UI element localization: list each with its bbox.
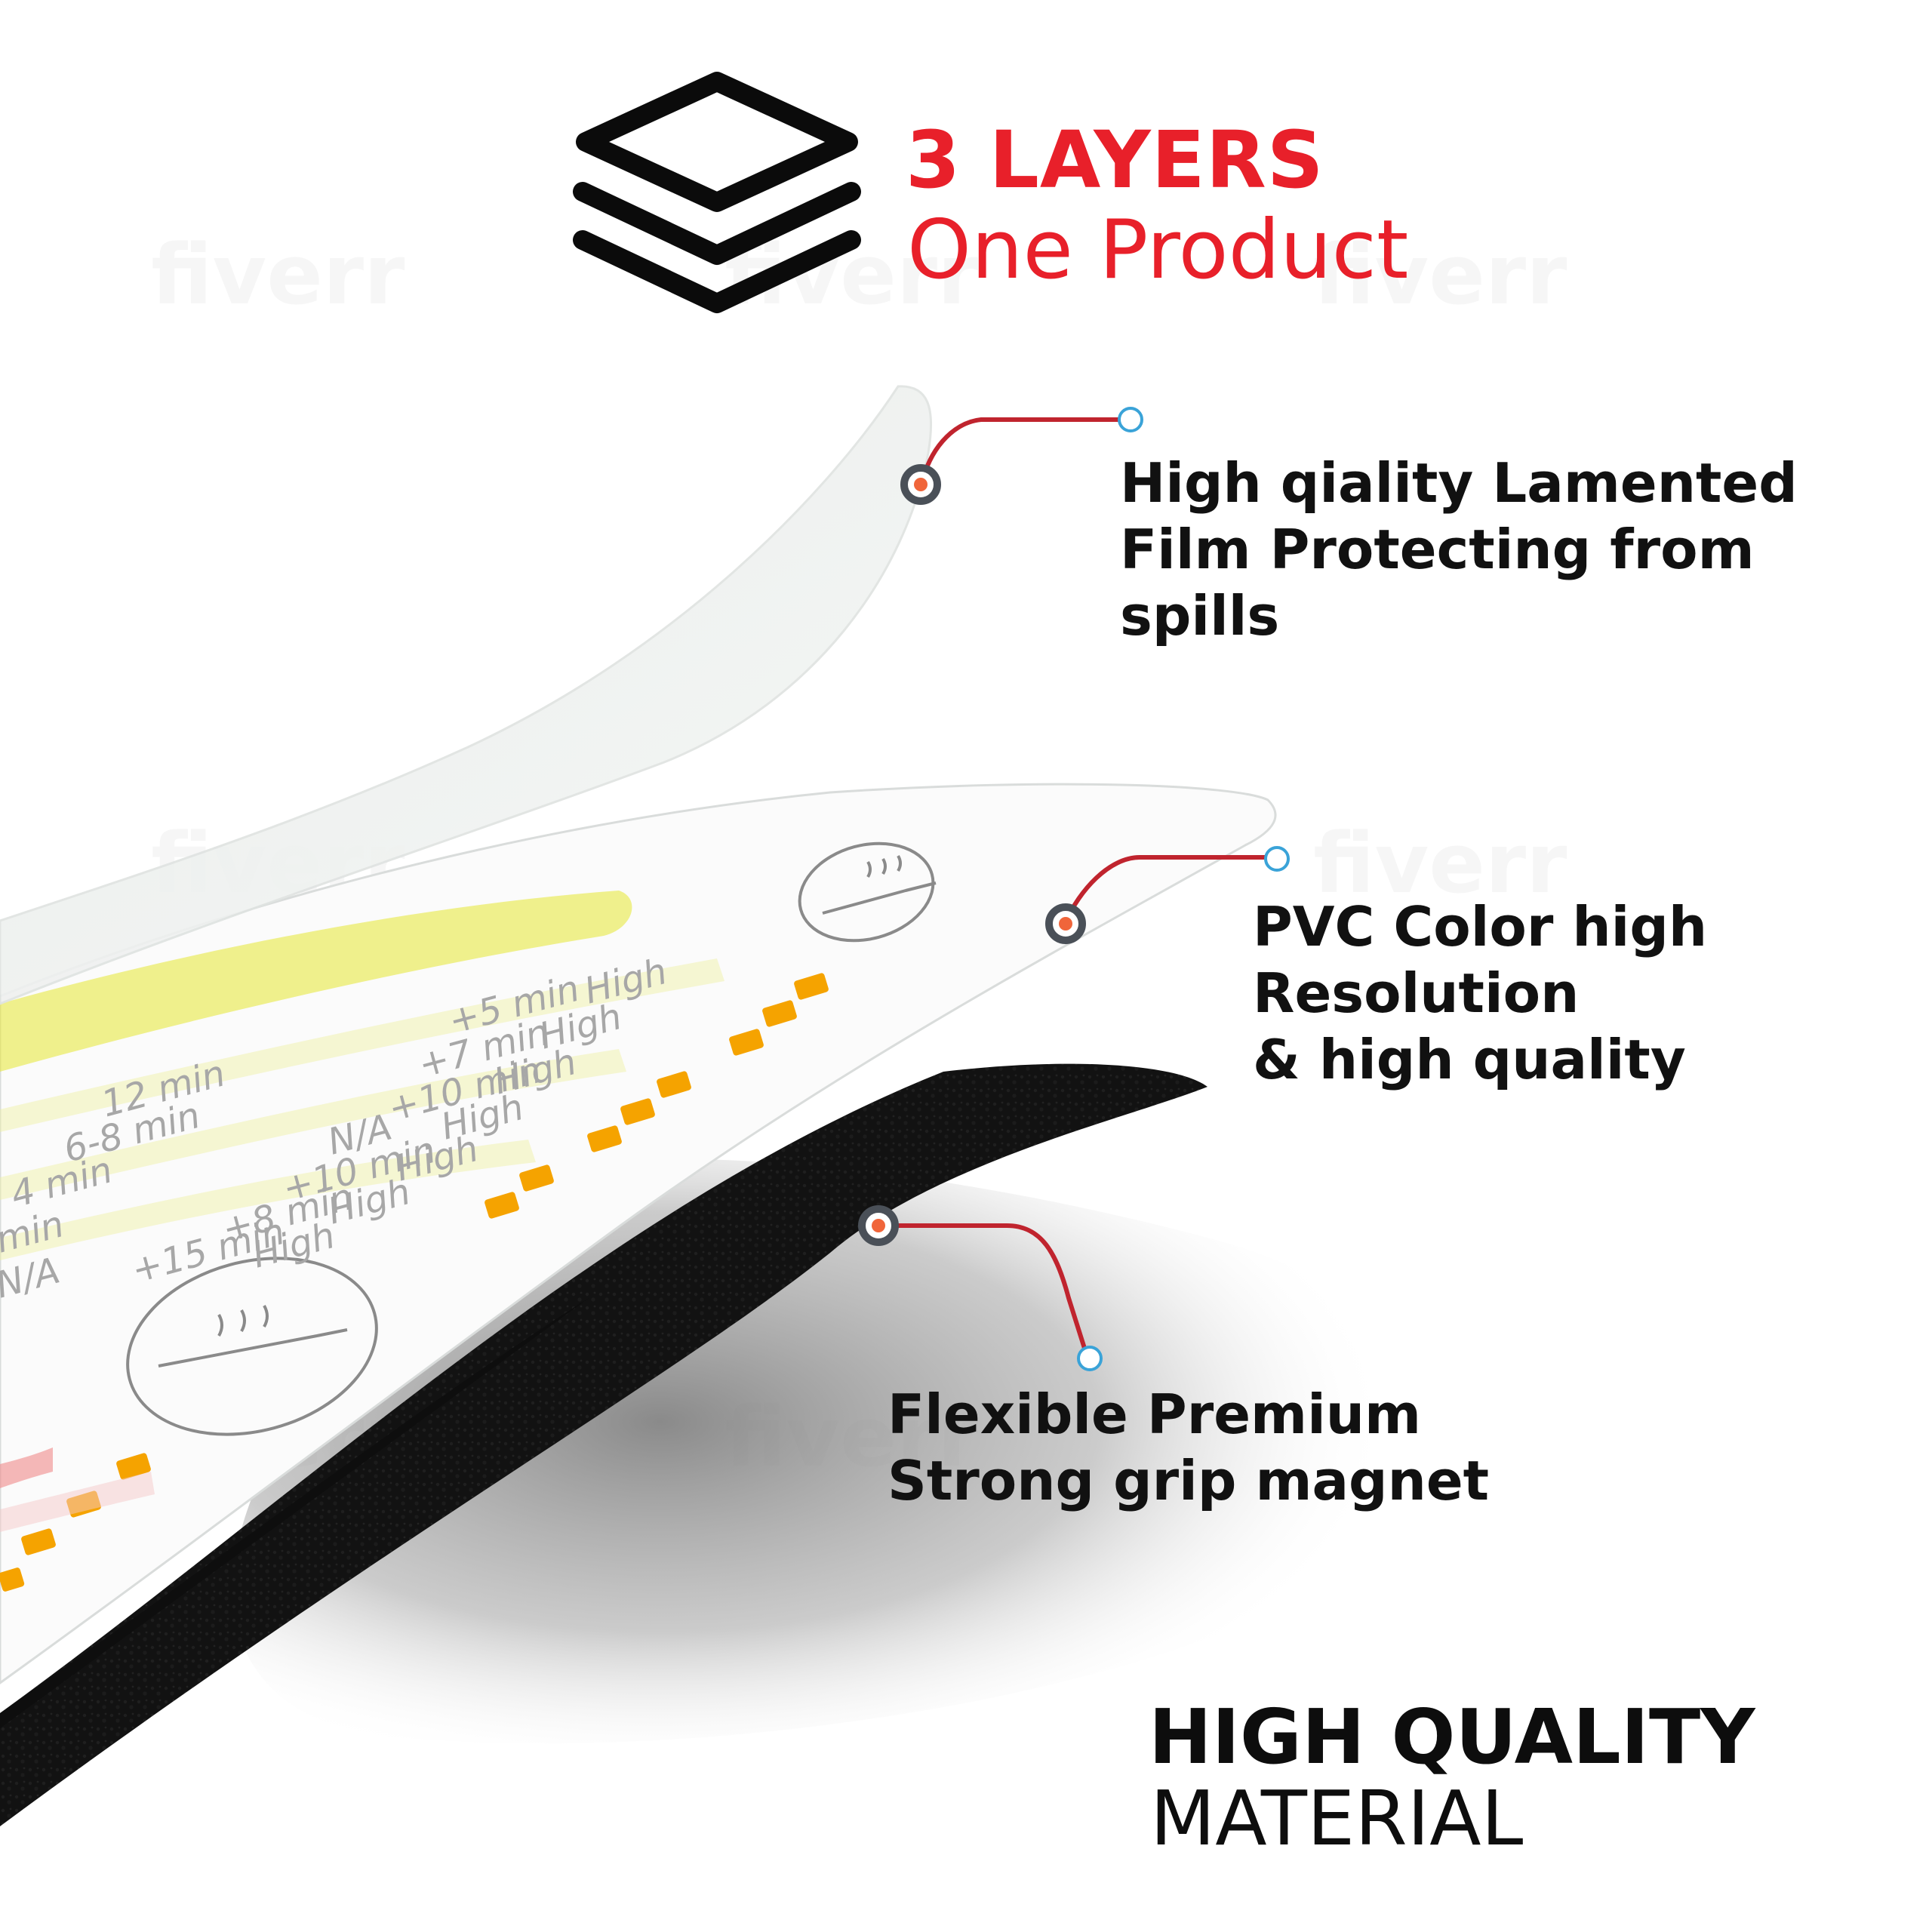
callout-line: PVC Color high [1253, 895, 1708, 958]
footer-title: HIGH QUALITY [1149, 1693, 1755, 1781]
callout-magnet: Flexible Premium Strong grip magnet [888, 1381, 1489, 1514]
header-subtitle: One Product [907, 203, 1409, 297]
header-title: 3 LAYERS [906, 114, 1324, 206]
pot-icon [126, 1257, 378, 1436]
callout-laminated-film: High qiality Lamented Film Protecting fr… [1120, 450, 1798, 649]
callout-line: Film Protecting from [1120, 518, 1755, 581]
layers-icon [573, 72, 861, 313]
callout-line: Strong grip magnet [888, 1449, 1490, 1512]
callout-line: High qiality Lamented [1120, 451, 1798, 515]
callout-line: Resolution [1253, 961, 1580, 1025]
callout-dots [858, 407, 1290, 1371]
watermark: fiverr [1313, 815, 1567, 912]
footer-subtitle: MATERIAL [1150, 1774, 1524, 1863]
callout-line: Flexible Premium [888, 1383, 1422, 1446]
callout-pvc-color: PVC Color high Resolution & high quality [1253, 894, 1707, 1093]
pot-icon [798, 841, 937, 943]
callout-line: & high quality [1253, 1028, 1686, 1091]
watermark: fiverr [1313, 226, 1567, 323]
callout-line: spills [1120, 584, 1280, 648]
watermark: fiverr [151, 226, 405, 323]
